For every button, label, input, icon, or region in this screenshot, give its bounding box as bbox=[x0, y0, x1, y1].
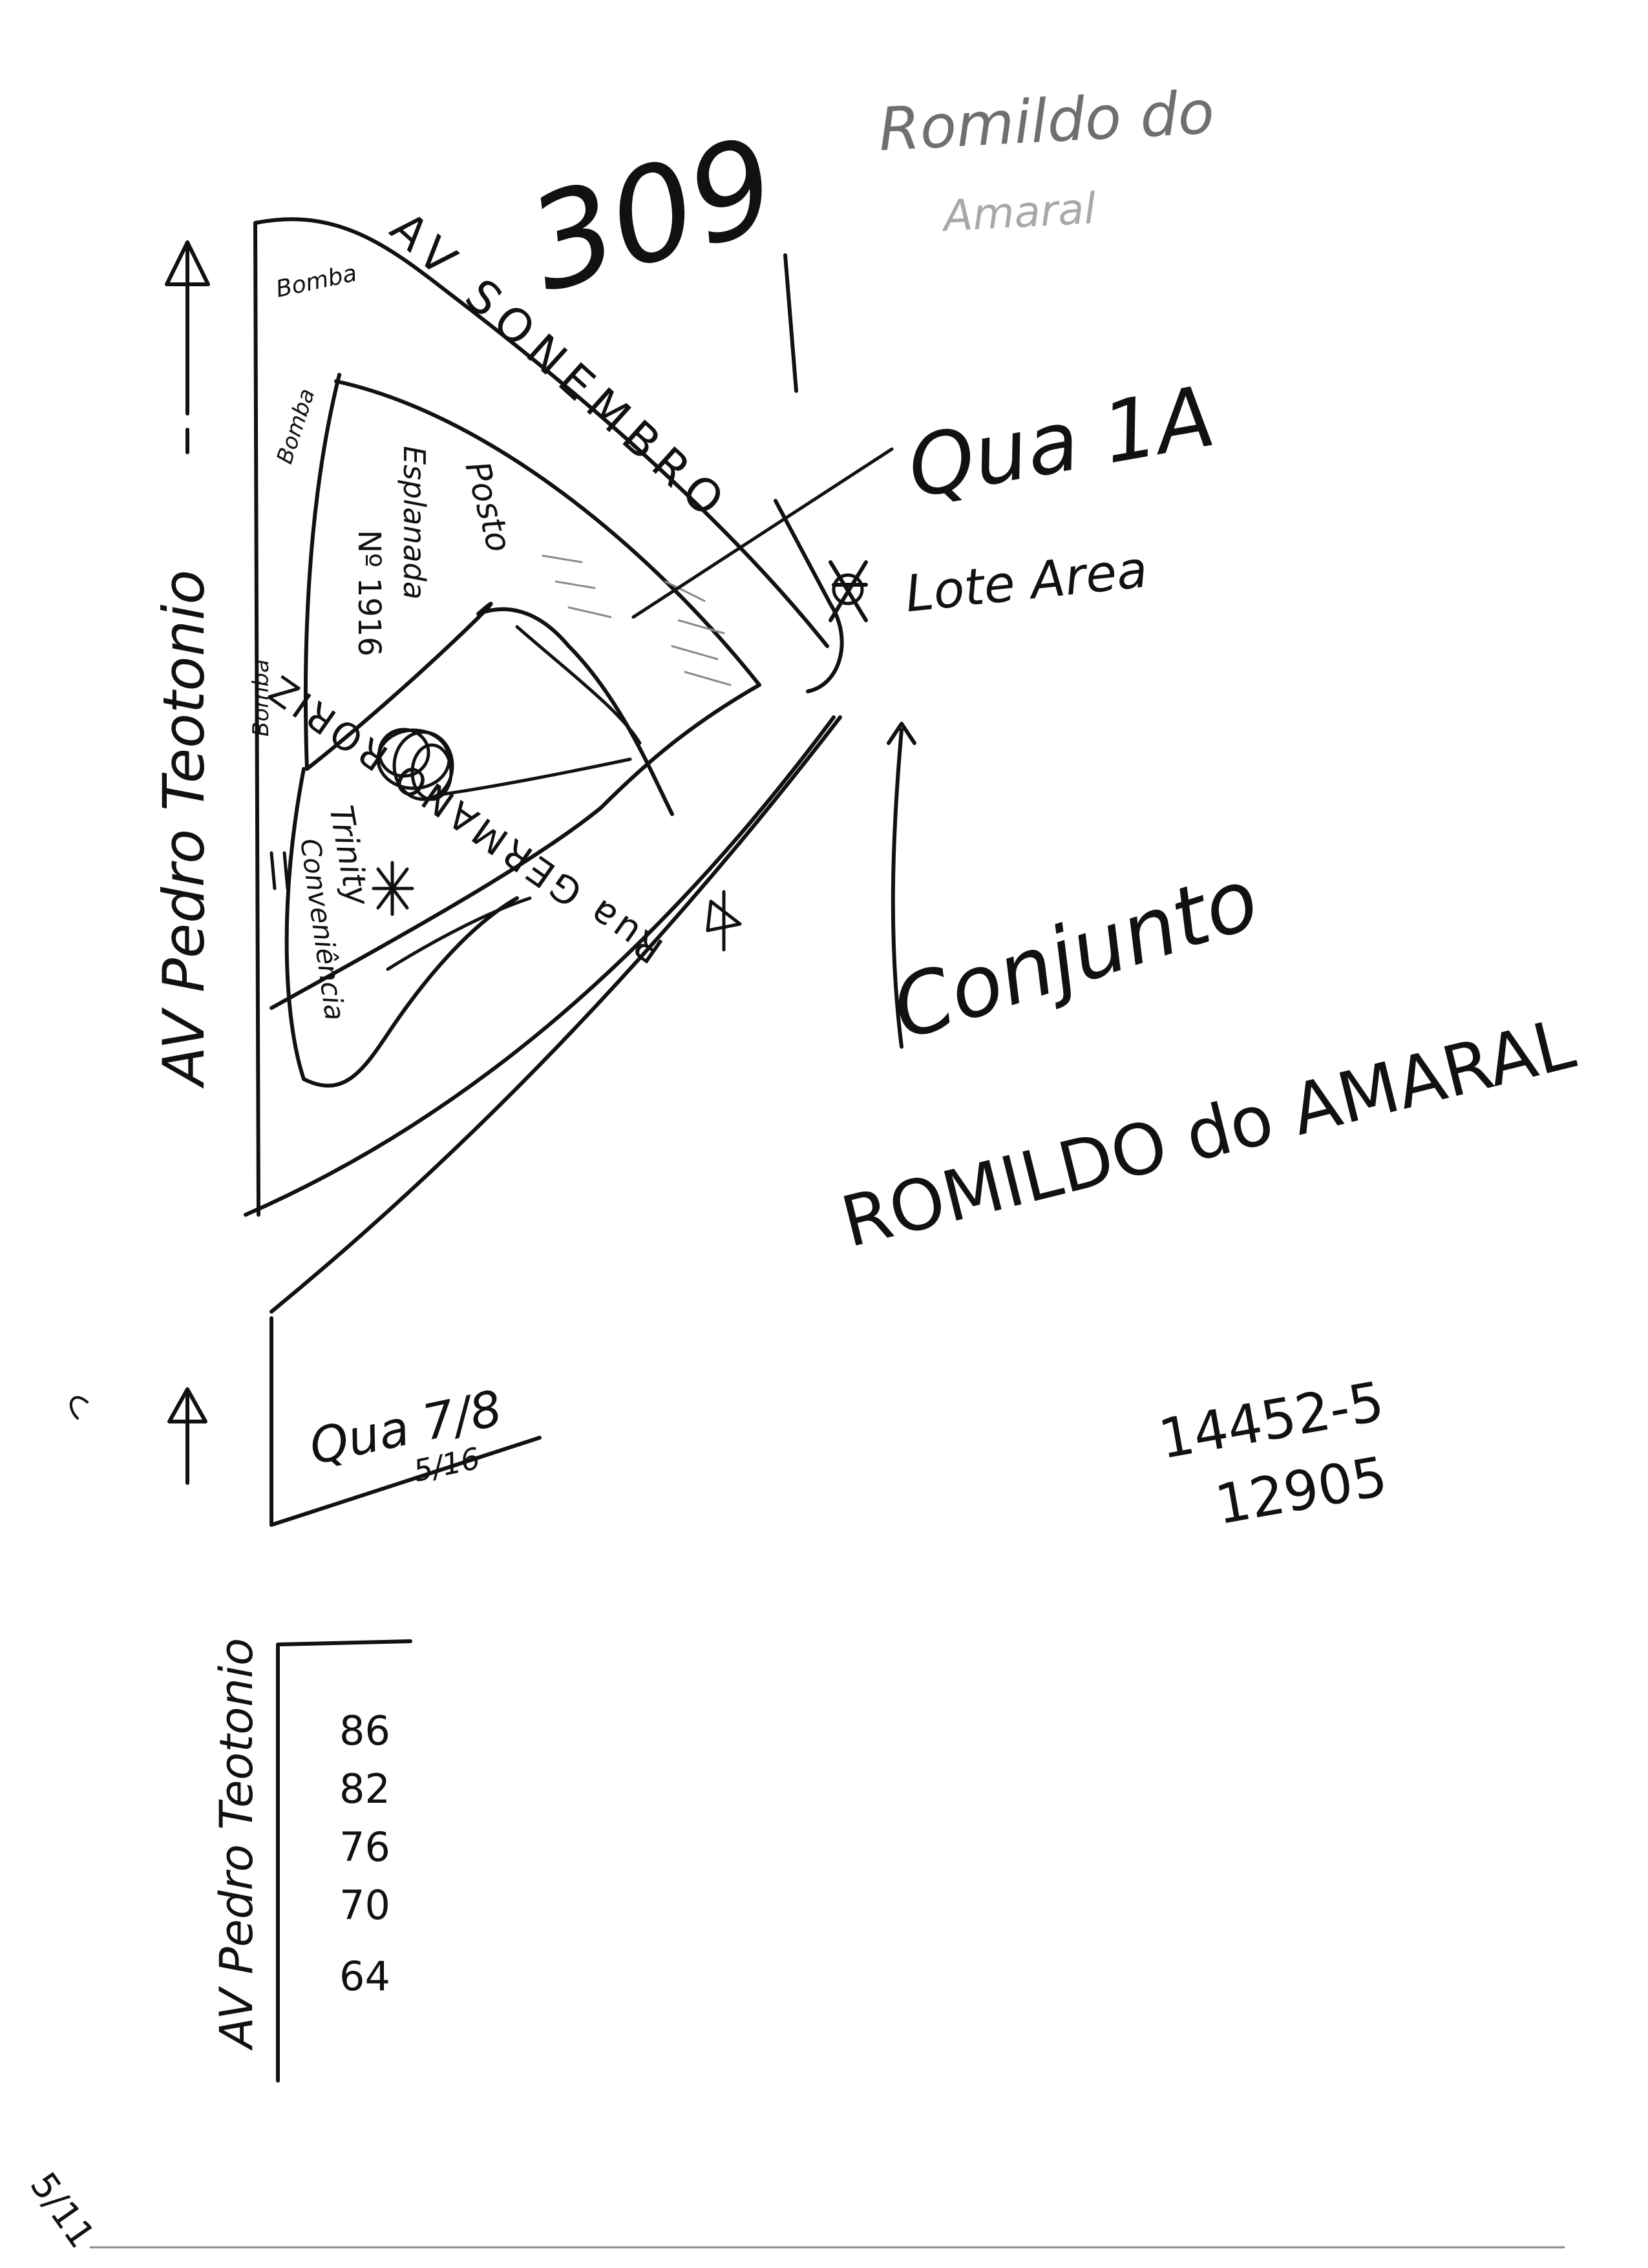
label-bomba-3: Bomba bbox=[248, 659, 274, 737]
label-posto-number: Nº 1916 bbox=[351, 530, 387, 656]
road-edge-lower bbox=[269, 715, 842, 1314]
store-line bbox=[386, 896, 532, 971]
corner-mark: 5/11 bbox=[22, 2165, 103, 2256]
lower-block-outline bbox=[269, 1316, 542, 1527]
station-lot-outline bbox=[269, 373, 761, 1010]
road-edge-upper-right bbox=[774, 499, 844, 693]
label-posto: Posto bbox=[457, 457, 518, 556]
margin-mark bbox=[70, 1396, 89, 1420]
conjunto-bracket bbox=[891, 728, 903, 1049]
outer-block-lower-edge bbox=[244, 715, 836, 1217]
lot-number-1: 86 bbox=[339, 1707, 390, 1754]
lot-number-4: 70 bbox=[339, 1882, 390, 1929]
sheet-number: 309 bbox=[513, 109, 792, 321]
tick-marks bbox=[269, 851, 290, 890]
road-arrow-icon bbox=[706, 890, 742, 952]
header-note-line1: Romildo do bbox=[877, 78, 1216, 164]
lot-number-2: 82 bbox=[339, 1765, 390, 1812]
scribble-mark bbox=[376, 728, 454, 801]
convenience-store-outline bbox=[284, 767, 519, 1088]
lot-number-3: 76 bbox=[339, 1823, 390, 1871]
header-note-line2: Amaral bbox=[940, 184, 1097, 241]
label-bomba-1: Bomba bbox=[273, 260, 359, 302]
street-label-av-pedro-teotonio-lower: AV Pedro Teotonio bbox=[210, 1638, 263, 2051]
label-bomba-2: Bomba bbox=[272, 386, 321, 467]
lower-street-corner bbox=[276, 1639, 412, 2083]
leader-line bbox=[631, 447, 894, 619]
island-line bbox=[438, 757, 632, 797]
street-label-av-pedro-teotonio: AV Pedro Teotonio bbox=[151, 570, 217, 1089]
north-arrow-icon bbox=[165, 240, 210, 286]
lote-marker-circle bbox=[832, 573, 864, 605]
lot-number-5: 64 bbox=[339, 1953, 390, 2000]
canopy-line bbox=[515, 625, 642, 745]
label-posto-name: Esplanada bbox=[397, 446, 432, 600]
lower-north-arrow-icon bbox=[167, 1387, 207, 1485]
faint-hatching bbox=[542, 554, 732, 686]
star-mark-icon bbox=[372, 861, 414, 916]
outer-block-boundary bbox=[253, 217, 829, 1217]
bracket-arrow-icon bbox=[887, 722, 916, 745]
label-conjunto: Conjunto bbox=[880, 849, 1270, 1059]
divider-stroke bbox=[783, 253, 798, 393]
label-quadra-1a: Qua 1A bbox=[901, 367, 1221, 518]
label-lote-area: Lote Area bbox=[903, 541, 1150, 624]
